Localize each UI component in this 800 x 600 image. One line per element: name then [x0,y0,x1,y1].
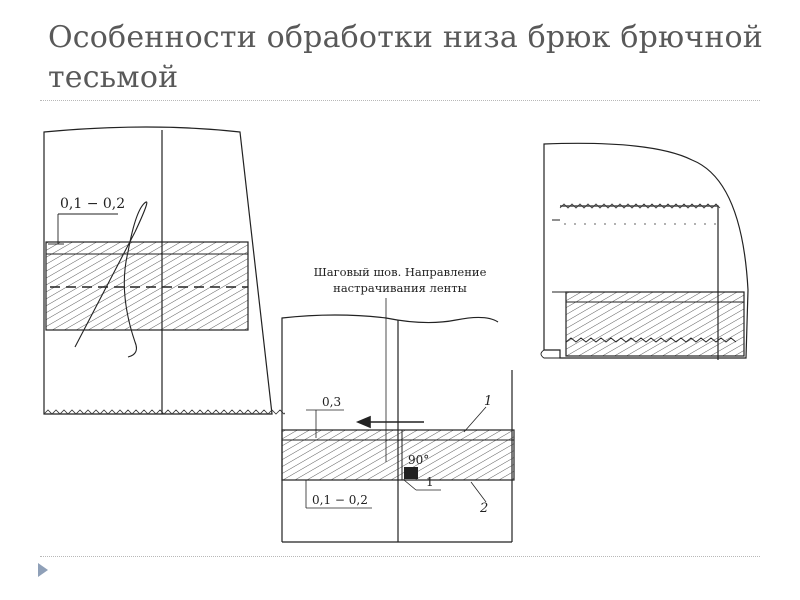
seam-allowance-label: 0,1 − 0,2 [60,196,125,212]
center-tape [281,429,515,481]
needle-and-thread [74,201,148,358]
left-technical-drawing: 0,1 − 0,2 [43,126,285,415]
label-offset: 0,1 − 0,2 [312,493,368,507]
callout-2: 2 [479,501,488,516]
caption-line-1: Шаговый шов. Направление [314,265,487,279]
fold-lines [540,219,566,359]
label-angle: 90° [408,453,429,467]
hem-tape [565,291,745,357]
center-technical-drawing: Шаговый шов. Направление настрачивания л… [281,265,515,543]
dimension-marker [48,213,118,245]
bottom-divider [40,556,760,557]
title-divider [40,100,760,101]
next-slide-arrow-icon[interactable] [38,563,48,577]
trouser-tape [45,241,249,331]
direction-arrow [355,415,424,429]
label-03: 0,3 [322,395,341,409]
corner-fold-mark [404,467,418,479]
right-technical-drawing [540,142,749,360]
slide-title: Особенности обработки низа брюк брючной … [48,20,763,95]
top-stitch-edge [559,203,721,225]
caption-line-2: настрачивания ленты [333,281,467,295]
label-1: 1 [426,475,434,489]
bottom-stitch-edge [43,409,285,415]
dimension-lines [305,406,487,509]
callout-1: 1 [484,394,492,409]
